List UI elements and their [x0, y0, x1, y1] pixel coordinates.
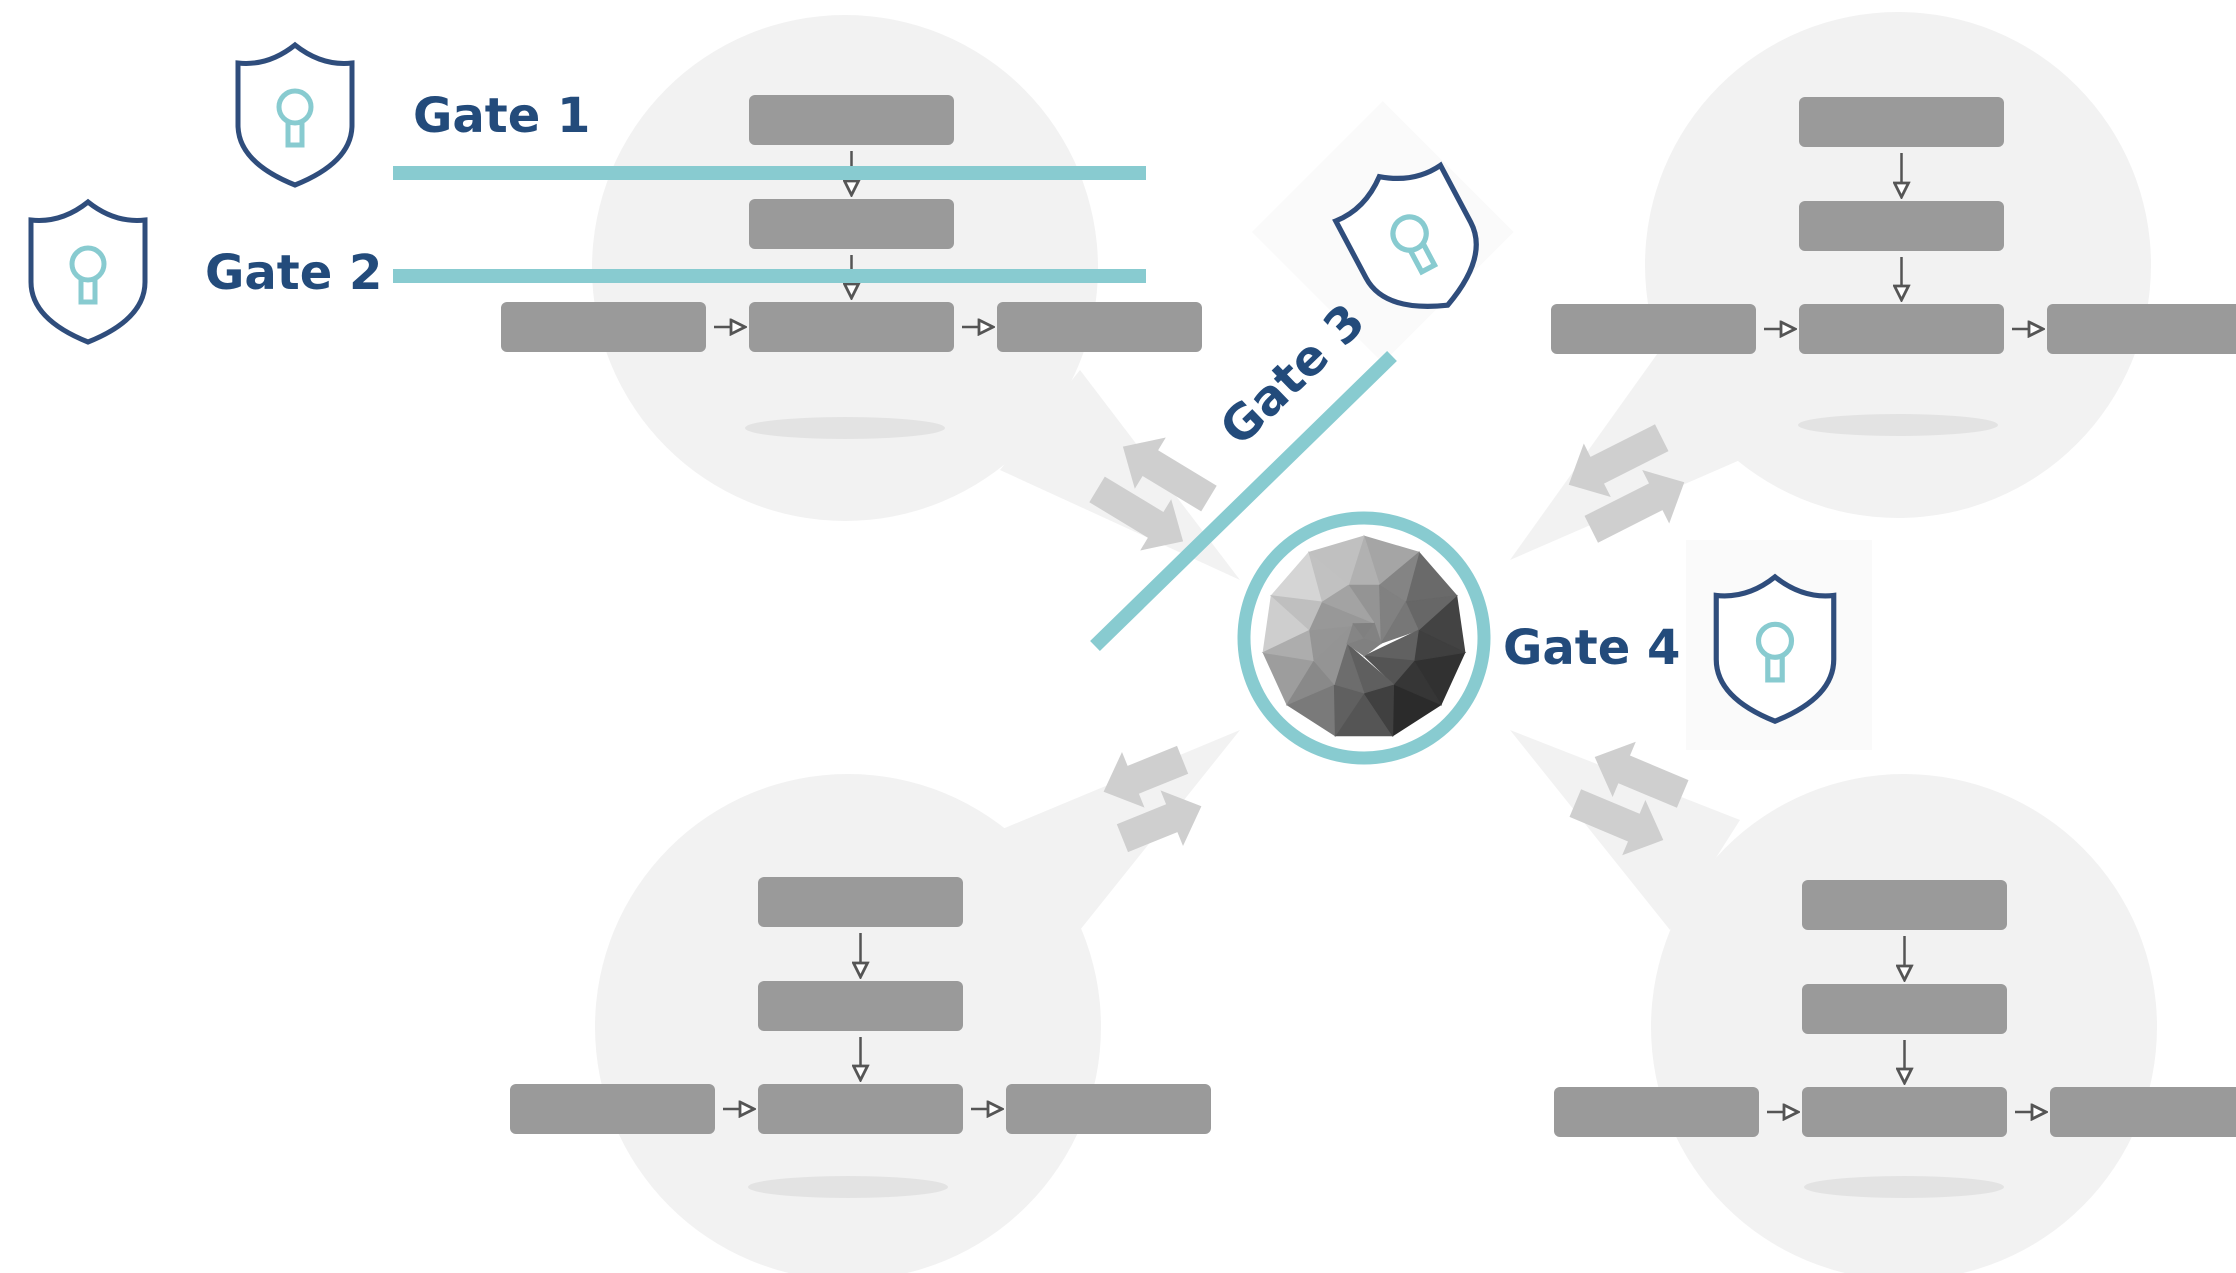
sphere-facet: [1321, 584, 1376, 625]
shadow-ellipse: [748, 1176, 948, 1198]
gate-1: Gate 1: [238, 45, 1146, 185]
shield-keyhole-icon: [238, 45, 352, 185]
exchange-arrow: [1568, 424, 1669, 497]
sphere-facet: [1363, 655, 1415, 685]
exchange-arrow: [1594, 741, 1689, 808]
gate-4-label: Gate 4: [1503, 620, 1680, 676]
process-box: [1006, 1084, 1211, 1134]
workflow-top-left: [501, 15, 1202, 521]
workflow-top-right: [1551, 12, 2236, 518]
process-box: [758, 1084, 963, 1134]
shield-keyhole-icon: [31, 202, 145, 342]
process-box: [1802, 1087, 2007, 1137]
gate-2: Gate 2: [31, 202, 1146, 342]
sphere-facet: [1363, 622, 1382, 644]
process-box: [501, 302, 706, 352]
shadow-ellipse: [745, 417, 945, 439]
process-box: [1799, 97, 2004, 147]
gate-4: Gate 4: [1503, 540, 1872, 750]
process-box: [997, 302, 1202, 352]
bubble: [1645, 12, 2151, 518]
process-box: [1799, 201, 2004, 251]
workflow-bottom-right: [1554, 774, 2236, 1273]
process-box: [2050, 1087, 2236, 1137]
process-box: [510, 1084, 715, 1134]
exchange-arrow: [1569, 789, 1664, 856]
gate-2-line: [393, 269, 1146, 283]
shadow-ellipse: [1804, 1176, 2004, 1198]
process-box: [1799, 304, 2004, 354]
process-box: [749, 302, 954, 352]
workflow-bottom-left: [510, 774, 1211, 1273]
gate-3-label: Gate 3: [1209, 293, 1376, 457]
gate-1-label: Gate 1: [413, 88, 590, 144]
process-box: [2047, 304, 2236, 354]
process-box: [1802, 880, 2007, 930]
process-box: [1802, 984, 2007, 1034]
gate-2-label: Gate 2: [205, 245, 382, 301]
core-node: [1237, 511, 1491, 765]
polygon-sphere-icon: [1261, 534, 1467, 738]
process-box: [758, 877, 963, 927]
exchange-arrow: [1103, 745, 1189, 808]
sphere-facet: [1380, 601, 1419, 645]
process-box: [758, 981, 963, 1031]
exchange-arrow: [1089, 476, 1184, 551]
process-box: [1551, 304, 1756, 354]
shadow-ellipse: [1798, 414, 1998, 436]
gate-1-line: [393, 166, 1146, 180]
bubble: [592, 15, 1098, 521]
process-box: [749, 95, 954, 145]
exchange-arrows: [1089, 424, 1689, 856]
shield-keyhole-icon: [1716, 577, 1834, 721]
exchange-arrow: [1122, 437, 1217, 512]
process-box: [1554, 1087, 1759, 1137]
process-box: [749, 199, 954, 249]
exchange-arrow: [1584, 470, 1685, 543]
exchange-arrow: [1116, 790, 1202, 853]
gate-3-line: [1090, 350, 1397, 652]
tail-top-left: [1000, 370, 1240, 580]
